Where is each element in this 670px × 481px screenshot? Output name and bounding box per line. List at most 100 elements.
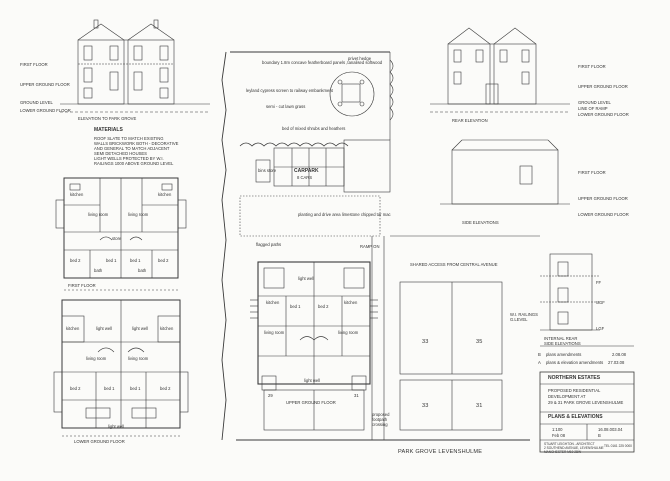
plot-number-29: 29 bbox=[268, 393, 273, 398]
materials-heading: MATERIALS bbox=[94, 127, 123, 133]
rear-line-of-ramp-label: LINE OF RAMP bbox=[578, 106, 608, 111]
project-line-3: 29 & 31 PARK GROVE LEVENSHULME bbox=[548, 400, 624, 405]
date-value: Feb 08 bbox=[552, 433, 566, 438]
lower-ground-plan bbox=[53, 299, 189, 437]
rear-elevation-title: REAR ELEVATION bbox=[452, 118, 488, 123]
site-light-well-front: light well bbox=[304, 378, 321, 383]
house-number-31: 31 bbox=[476, 403, 483, 409]
carpark-sub: 8 CARS bbox=[297, 175, 313, 180]
site-light-well: light well bbox=[298, 276, 315, 281]
ff-bath-left: bath bbox=[94, 268, 103, 273]
project-line-1: PROPOSED RESIDENTIAL bbox=[548, 388, 601, 393]
site-bed2: bed 2 bbox=[318, 304, 329, 309]
ff-bed2-right: bed 2 bbox=[158, 258, 169, 263]
plot-number-31: 31 bbox=[354, 393, 359, 398]
architect-line-2: 2 SOUTHEND AVENUE, LEVENSHULME bbox=[544, 446, 604, 450]
ff-store: store bbox=[112, 236, 122, 241]
materials-line-6: RAILINGS 1000 ABOVE GROUND LEVEL bbox=[94, 161, 174, 166]
lg-kitchen-left: kitchen bbox=[66, 326, 80, 331]
materials-line-3: AND GENERAL TO MATCH ADJACENT bbox=[94, 146, 170, 151]
ramp-note: RAMP ON bbox=[360, 244, 380, 249]
materials-line-2: WALLS BRICKWORK BOTH - DECORATIVE bbox=[94, 141, 179, 146]
street-name: PARK GROVE LEVENSHULME bbox=[398, 449, 483, 455]
revision-code: B bbox=[538, 352, 541, 357]
lg-bed2-left: bed 2 bbox=[70, 386, 81, 391]
side-upper-ground-label: UPPER GROUND FLOOR bbox=[578, 196, 628, 201]
flagged-paths: flagged paths bbox=[256, 242, 282, 247]
title-block-frame bbox=[539, 371, 635, 453]
first-floor-plan bbox=[55, 177, 187, 291]
materials-line-1: ROOF SLATE TO MATCH EXISTING bbox=[94, 136, 164, 141]
rear-ground-level-label: GROUND LEVEL bbox=[578, 100, 611, 105]
lg-bed2-right: bed 2 bbox=[160, 386, 171, 391]
site-living-left: living room bbox=[264, 330, 285, 335]
boundary-note: boundary 1.8m concave featherboard panel… bbox=[262, 60, 383, 65]
front-elevation bbox=[60, 19, 210, 113]
shared-access: SHARED ACCESS FROM CENTRAL AVENUE bbox=[410, 262, 498, 267]
materials-line-5: LIGHT WELLS PROTECTED BY W.I. bbox=[94, 156, 164, 161]
site-bed1-left: bed 1 bbox=[290, 304, 301, 309]
house-number-33b: 33 bbox=[422, 403, 429, 409]
internal-ff-label: FF bbox=[596, 280, 602, 285]
ff-bed1-right: bed 1 bbox=[130, 258, 141, 263]
ff-bath-right: bath bbox=[138, 268, 147, 273]
side-elevation bbox=[440, 139, 570, 205]
client-name: NORTHERN ESTATES bbox=[548, 375, 601, 381]
architect-line-1: STUART LEIGHTON - ARCHITECT bbox=[544, 442, 595, 446]
internal-lgf-label: LGF bbox=[596, 326, 605, 331]
drawing-number: 16.08.003.04 bbox=[598, 427, 623, 432]
site-kitchen-left: kitchen bbox=[266, 300, 280, 305]
revision-text: plans & elevation amendments bbox=[546, 360, 604, 365]
bins-store: bins store bbox=[258, 168, 277, 173]
rear-upper-ground-label: UPPER GROUND FLOOR bbox=[578, 84, 628, 89]
lg-living-left: living room bbox=[86, 356, 107, 361]
scale-value: 1:100 bbox=[552, 427, 563, 432]
ff-bed2-left: bed 2 bbox=[70, 258, 81, 263]
house-number-35: 35 bbox=[476, 339, 483, 345]
front-ground-level-label: GROUND LEVEL bbox=[20, 100, 53, 105]
lg-kitchen-right: kitchen bbox=[160, 326, 174, 331]
front-lower-ground-label: LOWER GROUND FLOOR bbox=[20, 108, 71, 113]
revision-text: plans amendments bbox=[546, 352, 582, 357]
lg-light-well-left: light well bbox=[96, 326, 113, 331]
architect-line-3: MANCHESTER M19 2BW bbox=[544, 450, 582, 454]
rear-lower-ground-label: LOWER GROUND FLOOR bbox=[578, 112, 629, 117]
lg-light-well-right: light well bbox=[132, 326, 149, 331]
side-elevation-title: SIDE ELEVATIONS bbox=[462, 220, 499, 225]
railings-note: W.I. RAILINGS G.LEVEL bbox=[510, 312, 538, 322]
footpath-note: proposed footpath crossing bbox=[372, 412, 390, 427]
sheet-title: PLANS & ELEVATIONS bbox=[548, 414, 603, 420]
architect-phone: TEL 0161 225 0000 bbox=[604, 444, 632, 448]
carpark-title: CARPARK bbox=[294, 168, 319, 174]
upper-ground-title: UPPER GROUND FLOOR bbox=[286, 400, 336, 405]
lawn-note: semi - cut lawn grass bbox=[266, 104, 306, 109]
internal-ugf-label: UGF bbox=[596, 300, 605, 305]
lg-bed1-right: bed 1 bbox=[130, 386, 141, 391]
revision-date: 27.03.08 bbox=[608, 360, 625, 365]
site-plan bbox=[221, 51, 530, 441]
internal-rear-elevation bbox=[540, 253, 600, 331]
side-lower-ground-label: LOWER GROUND FLOOR bbox=[578, 212, 629, 217]
house-number-33a: 33 bbox=[422, 339, 429, 345]
shrubs-note: bed of mixed shrubs and heathers bbox=[282, 126, 346, 131]
site-kitchen-right: kitchen bbox=[344, 300, 358, 305]
rear-elevation bbox=[430, 27, 570, 113]
ff-bed1-left: bed 1 bbox=[106, 258, 117, 263]
lg-bed1-left: bed 1 bbox=[104, 386, 115, 391]
revision-code: A bbox=[538, 360, 541, 365]
site-living-right: living room bbox=[338, 330, 359, 335]
side-first-floor-label: FIRST FLOOR bbox=[578, 170, 606, 175]
lower-ground-title: LOWER GROUND FLOOR bbox=[74, 439, 125, 444]
ff-kitchen-right: kitchen bbox=[158, 192, 172, 197]
rear-first-floor-label: FIRST FLOOR bbox=[578, 64, 606, 69]
drive-note: planting and drive area limestone chippe… bbox=[298, 212, 391, 217]
revision-letter: B bbox=[598, 433, 601, 438]
front-upper-ground-label: UPPER GROUND FLOOR bbox=[20, 82, 70, 87]
front-elevation-title: ELEVATION TO PARK GROVE bbox=[78, 116, 137, 121]
first-floor-title: FIRST FLOOR bbox=[68, 283, 96, 288]
ff-living-right: living room bbox=[128, 212, 149, 217]
ff-kitchen-left: kitchen bbox=[70, 192, 84, 197]
neighbouring-houses bbox=[390, 235, 540, 431]
